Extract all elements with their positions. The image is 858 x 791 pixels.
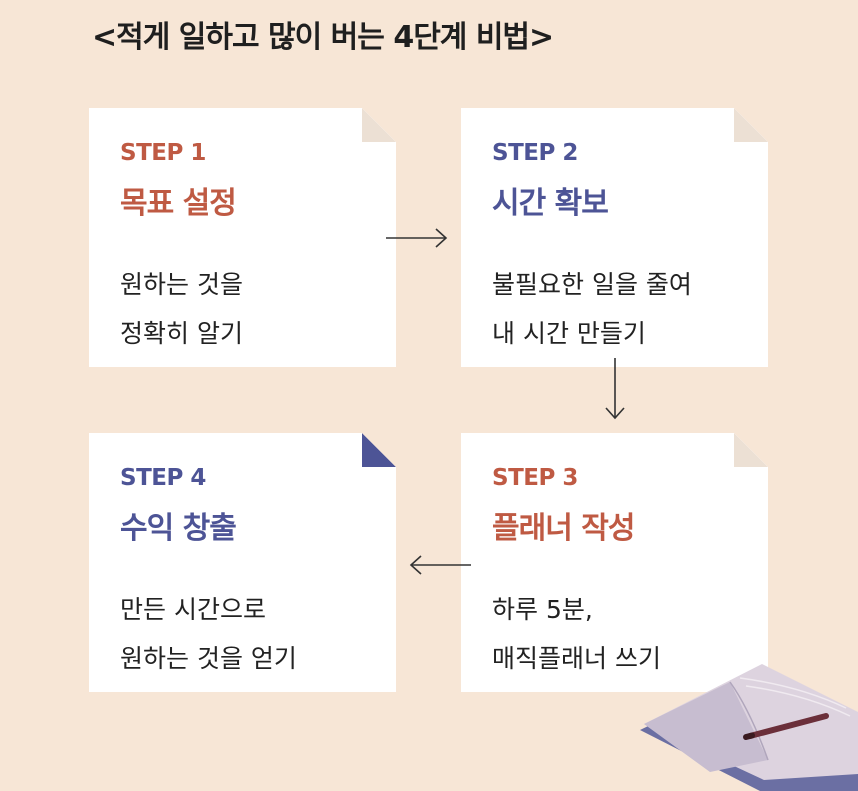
step-number: STEP 2	[492, 140, 578, 166]
step-description-line: 만든 시간으로	[120, 595, 266, 624]
step-title: 플래너 작성	[492, 511, 635, 546]
step-card-3: STEP 3 플래너 작성 하루 5분, 매직플래너 쓰기	[461, 433, 768, 692]
arrow-down-icon	[605, 358, 625, 420]
step-title: 수익 창출	[120, 511, 236, 546]
step-description-line: 불필요한 일을 줄여	[492, 270, 692, 299]
step-description-line: 내 시간 만들기	[492, 319, 646, 348]
step-description: 불필요한 일을 줄여 내 시간 만들기	[492, 260, 692, 358]
step-number: STEP 3	[492, 465, 578, 491]
step-card-4: STEP 4 수익 창출 만든 시간으로 원하는 것을 얻기	[89, 433, 396, 692]
step-number: STEP 1	[120, 140, 206, 166]
step-card-1: STEP 1 목표 설정 원하는 것을 정확히 알기	[89, 108, 396, 367]
arrow-right-icon	[386, 228, 448, 248]
page-fold-corner	[362, 108, 396, 142]
step-description: 하루 5분, 매직플래너 쓰기	[492, 585, 661, 683]
step-description-line: 매직플래너 쓰기	[492, 644, 661, 673]
book-pen-illustration	[640, 664, 858, 791]
page-title: <적게 일하고 많이 버는 4단계 비법>	[92, 20, 554, 55]
step-description-line: 하루 5분,	[492, 595, 593, 624]
step-description: 원하는 것을 정확히 알기	[120, 260, 243, 358]
step-title: 목표 설정	[120, 186, 236, 221]
page-fold-corner	[734, 433, 768, 467]
step-title: 시간 확보	[492, 186, 608, 221]
step-description-line: 원하는 것을	[120, 270, 243, 299]
page-fold-corner	[734, 108, 768, 142]
step-number: STEP 4	[120, 465, 206, 491]
step-description-line: 원하는 것을 얻기	[120, 644, 297, 673]
step-description: 만든 시간으로 원하는 것을 얻기	[120, 585, 297, 683]
arrow-left-icon	[409, 555, 471, 575]
step-card-2: STEP 2 시간 확보 불필요한 일을 줄여 내 시간 만들기	[461, 108, 768, 367]
step-description-line: 정확히 알기	[120, 319, 243, 348]
page-fold-corner	[362, 433, 396, 467]
